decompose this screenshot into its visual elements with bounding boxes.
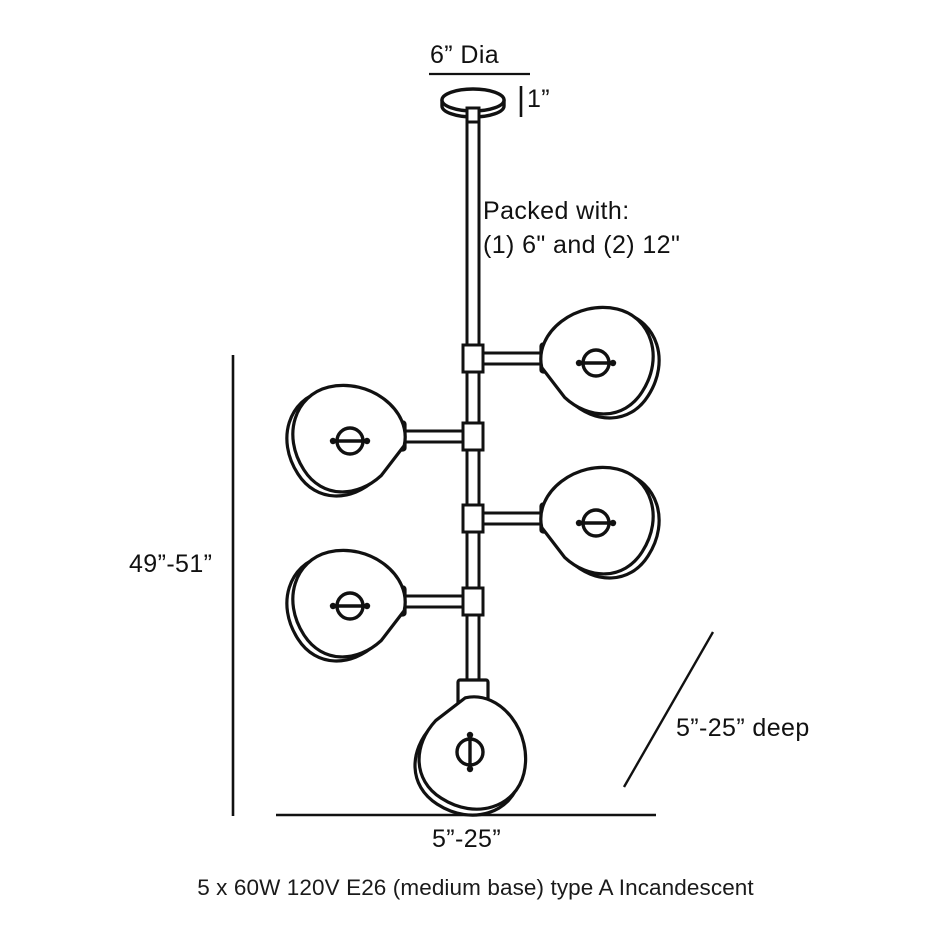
arm-4 [267,530,485,683]
packed-with-contents: (1) 6" and (2) 12" [483,231,681,259]
arm-3 [461,447,679,600]
canopy [440,87,506,126]
overall-width-label: 5”-25” [432,825,502,853]
lamping-caption: 5 x 60W 120V E26 (medium base) type A In… [197,875,754,900]
depth-dimension-line [622,631,715,788]
packed-with-label: Packed with: [483,197,630,225]
arm-2 [267,365,485,518]
arm-5 [393,678,546,835]
overall-depth-label: 5”-25” deep [676,714,810,742]
arm-1 [461,287,679,440]
canopy-height-label: 1” [527,85,551,113]
canopy-diameter-label: 6” Dia [430,41,500,69]
overall-height-label: 49”-51” [129,550,213,578]
